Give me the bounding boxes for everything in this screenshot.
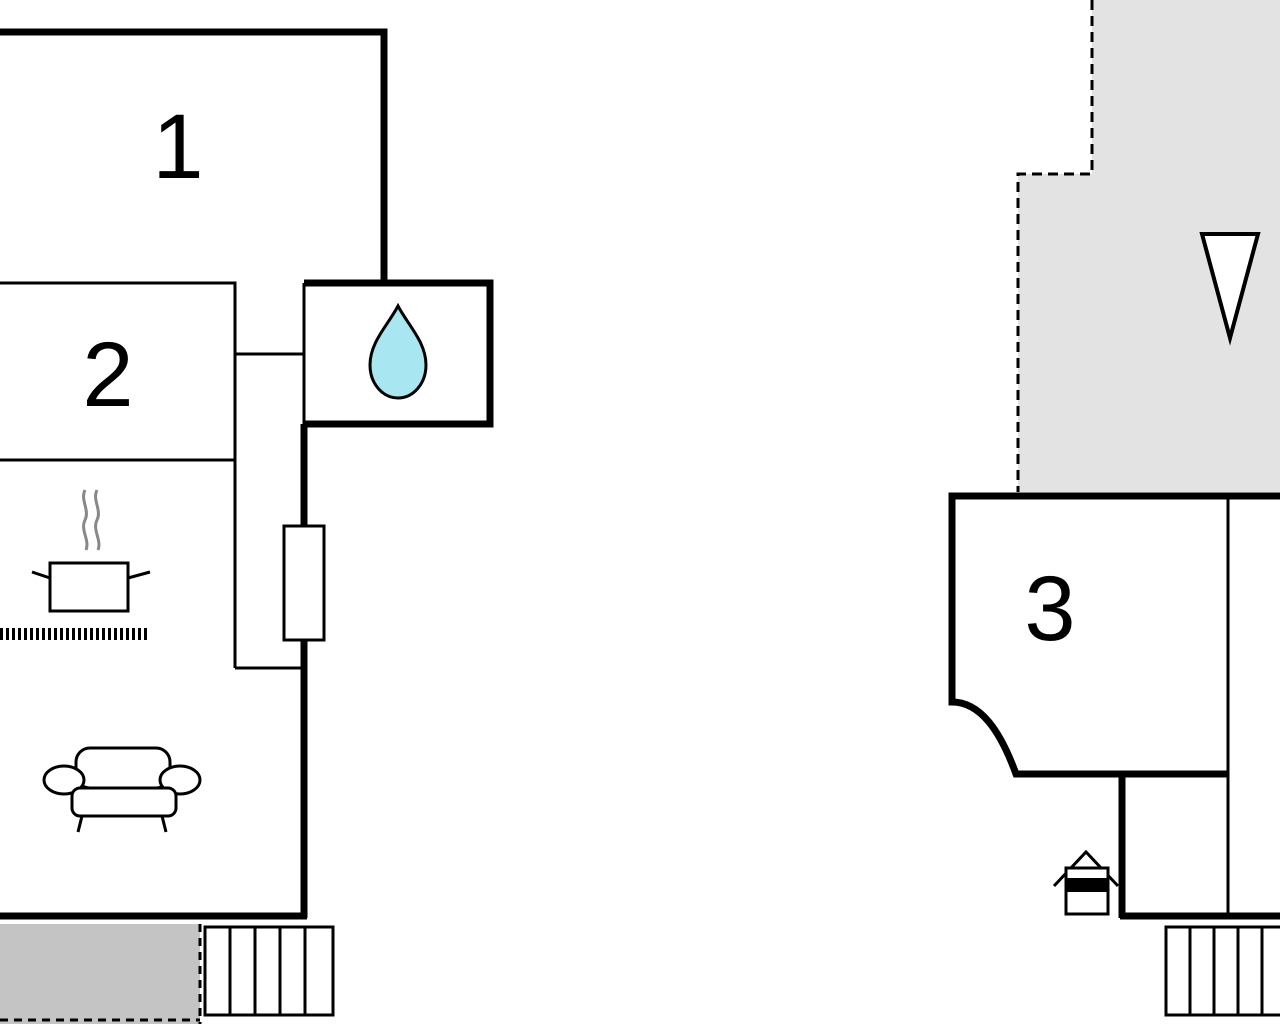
room-2-label: 2 bbox=[82, 324, 133, 426]
room-2: 2 bbox=[0, 281, 237, 462]
north-arrow-icon bbox=[1199, 232, 1261, 346]
water-drop-icon bbox=[368, 302, 428, 400]
terrace-area bbox=[0, 924, 202, 1024]
bathroom bbox=[304, 279, 494, 428]
entrance-house-icon bbox=[1052, 849, 1120, 916]
sofa-icon bbox=[42, 746, 202, 833]
room-3: 3 bbox=[948, 492, 1280, 920]
hallway bbox=[233, 283, 306, 670]
steps-icon bbox=[203, 925, 335, 1017]
room-1-label: 1 bbox=[152, 96, 203, 198]
steps-icon bbox=[1164, 925, 1280, 1017]
kitchen-pot-icon bbox=[0, 489, 151, 640]
exterior-wall-east bbox=[0, 424, 326, 920]
window bbox=[282, 524, 326, 642]
terrace-area bbox=[1016, 0, 1280, 492]
room-1: 1 bbox=[0, 28, 388, 280]
room-3-label: 3 bbox=[1024, 558, 1075, 660]
